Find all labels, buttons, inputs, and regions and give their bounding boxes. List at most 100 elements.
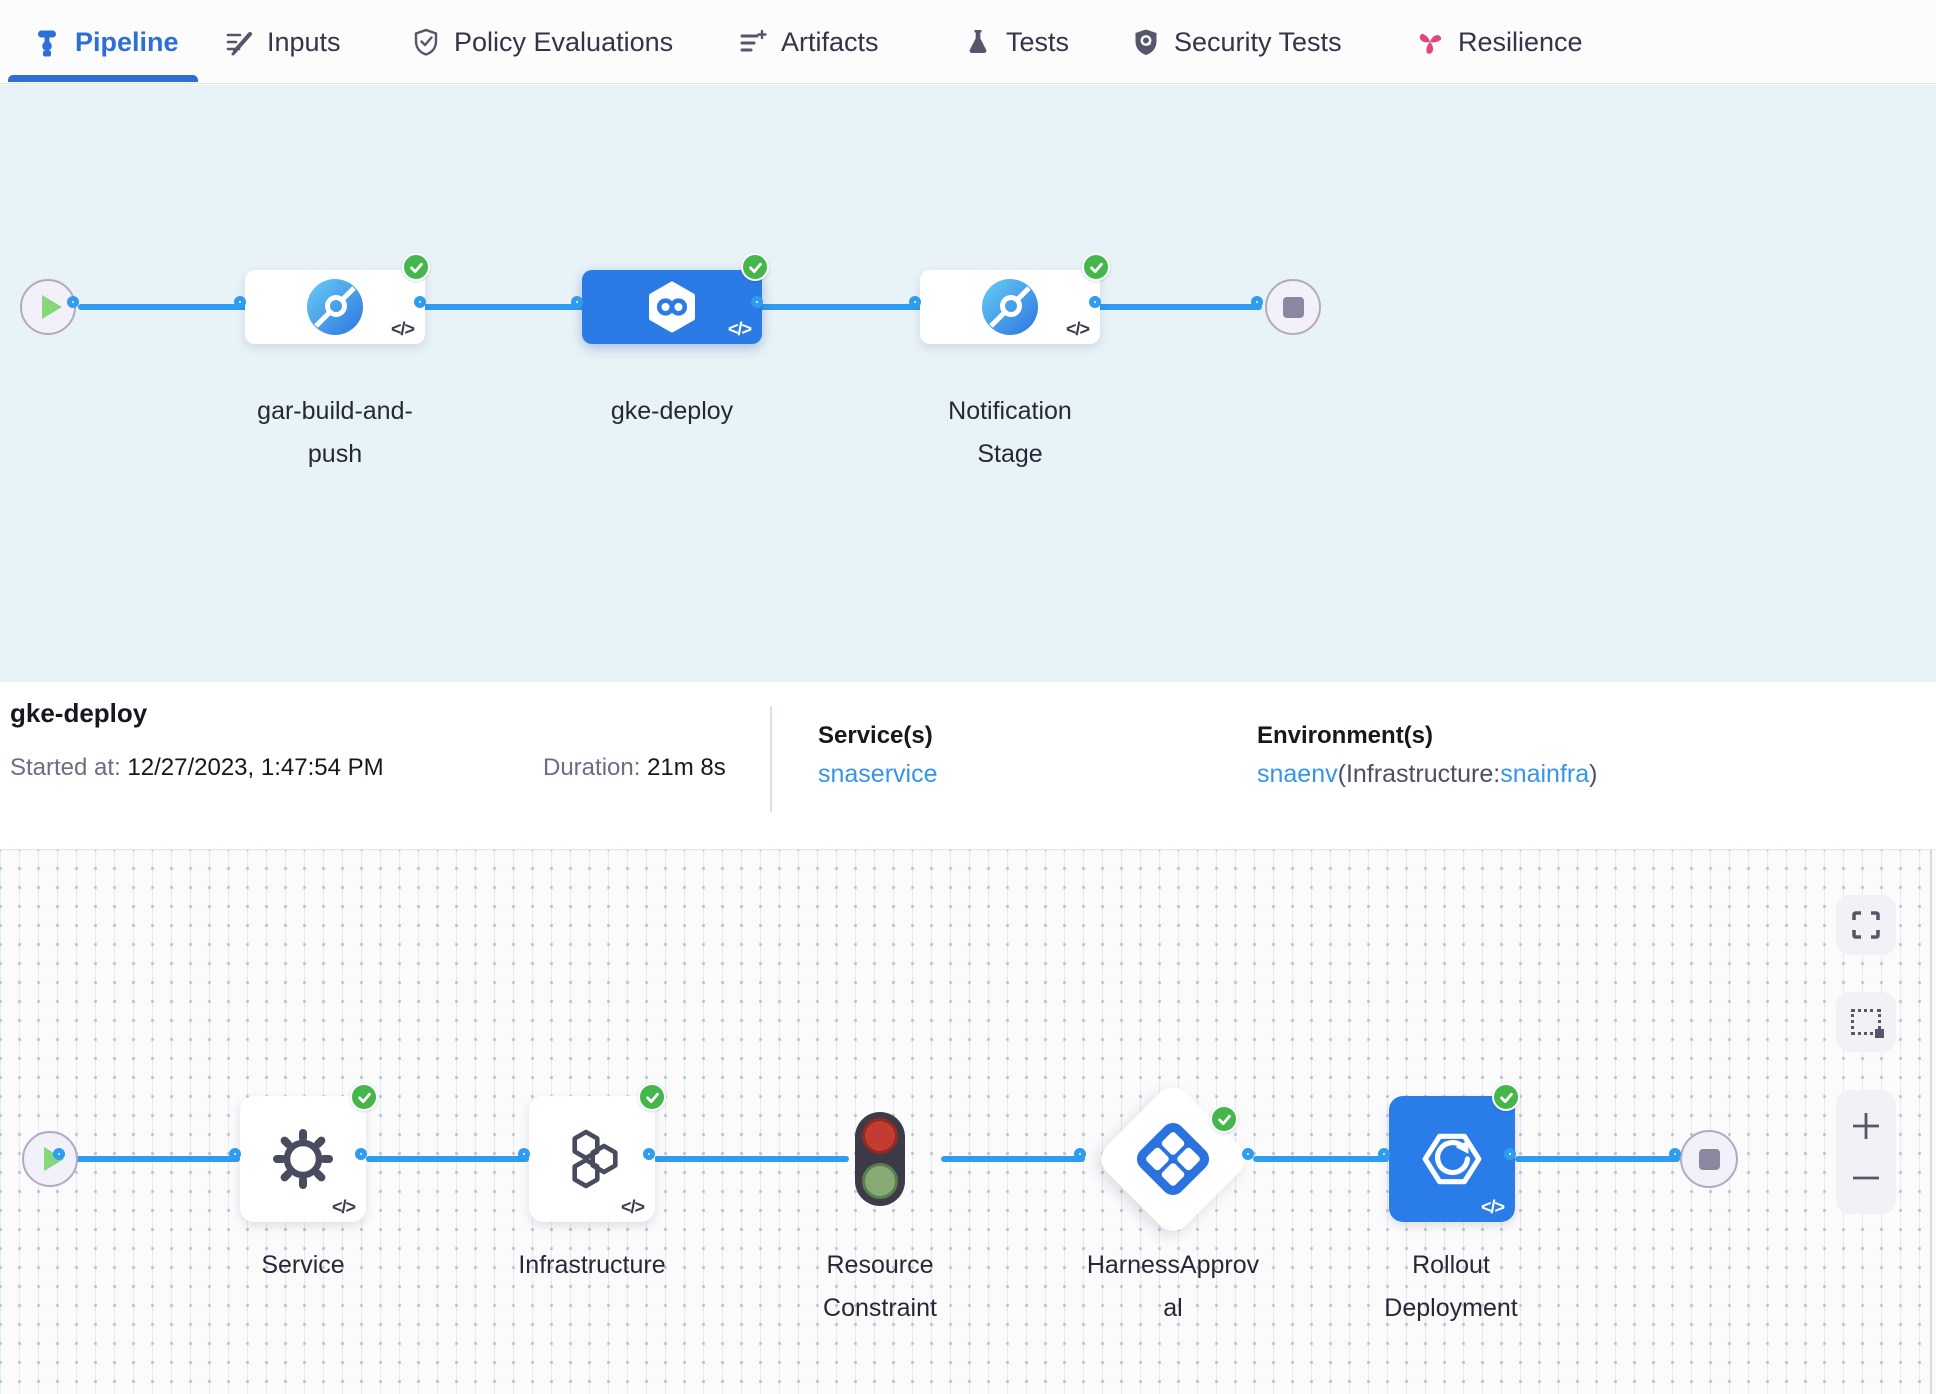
- step-node-infrastructure[interactable]: </>: [529, 1096, 655, 1222]
- connector-port: [355, 1148, 367, 1160]
- connector-port: [1378, 1148, 1390, 1160]
- green-light: [862, 1163, 898, 1199]
- check-icon: [645, 1092, 659, 1103]
- step-label-rollout-deployment[interactable]: Rollout Deployment: [1384, 1251, 1518, 1322]
- zoom-controls: [1836, 1090, 1896, 1214]
- play-icon: [41, 295, 62, 319]
- exec-connector-line: [366, 1156, 529, 1162]
- tab-artifacts[interactable]: Artifacts: [738, 14, 879, 70]
- service-link[interactable]: snaservice: [818, 760, 938, 788]
- zoom-out-button[interactable]: [1849, 1161, 1883, 1195]
- stage-node-notification-stage[interactable]: </>: [920, 270, 1100, 344]
- success-badge: [402, 253, 430, 281]
- connector-port: [414, 296, 426, 308]
- tab-security-tests[interactable]: Security Tests: [1131, 14, 1342, 70]
- check-icon: [1089, 262, 1103, 273]
- check-icon: [1499, 1092, 1513, 1103]
- ci-stage-icon: [307, 279, 363, 335]
- custom-stage-icon: [982, 279, 1038, 335]
- connector-port: [1504, 1148, 1516, 1160]
- step-yaml-tag[interactable]: </>: [620, 1197, 645, 1217]
- connector-port: [1251, 296, 1263, 308]
- rollout-deployment-icon: [1422, 1133, 1482, 1185]
- stage-end-node: [1265, 279, 1321, 335]
- success-badge: [1492, 1083, 1520, 1111]
- step-node-service[interactable]: </>: [240, 1096, 366, 1222]
- started-at: Started at: 12/27/2023, 1:47:54 PM: [10, 754, 384, 781]
- tab-policy-evaluations[interactable]: Policy Evaluations: [411, 14, 673, 70]
- execution-summary-bar: gke-deploy Started at: 12/27/2023, 1:47:…: [0, 682, 1936, 850]
- infra-name-link[interactable]: snainfra: [1500, 760, 1590, 788]
- cd-stage-icon: [649, 281, 695, 333]
- success-badge: [1210, 1105, 1238, 1133]
- tab-tests[interactable]: Tests: [963, 14, 1069, 70]
- tab-resilience[interactable]: Resilience: [1415, 14, 1583, 70]
- resource-constraint-traffic-light-icon[interactable]: [855, 1112, 905, 1206]
- stage-yaml-tag[interactable]: </>: [390, 319, 415, 339]
- check-icon: [1217, 1114, 1231, 1125]
- check-icon: [748, 262, 762, 273]
- connector-port: [229, 1148, 241, 1160]
- plus-icon: [1853, 1113, 1879, 1139]
- stage-graph-canvas[interactable]: [0, 85, 1936, 682]
- stage-label-gke-deploy[interactable]: gke-deploy: [610, 397, 734, 425]
- stage-label-notification-stage[interactable]: Notification Stage: [948, 397, 1072, 468]
- connector-port: [751, 296, 763, 308]
- connector-port: [571, 296, 583, 308]
- services-heading: Service(s): [818, 722, 933, 749]
- tab-inputs-label: Inputs: [267, 26, 341, 57]
- step-yaml-tag[interactable]: </>: [1480, 1197, 1505, 1217]
- stage-start-node: [20, 279, 76, 335]
- stage-node-gke-deploy[interactable]: </>: [582, 270, 762, 344]
- security-tests-shield-icon: [1135, 29, 1157, 55]
- exec-end-node: [1680, 1130, 1738, 1188]
- success-badge: [638, 1083, 666, 1111]
- step-label-resource-constraint[interactable]: Resource Constraint: [823, 1251, 937, 1322]
- inputs-icon: [226, 32, 252, 56]
- stage-label-gar-build-and-push[interactable]: gar-build-and- push: [257, 397, 413, 468]
- connector-port: [1242, 1148, 1254, 1160]
- tab-bar: Pipeline Inputs Policy Evaluations: [0, 0, 1936, 84]
- exec-connector-line: [654, 1156, 849, 1162]
- success-badge: [1082, 253, 1110, 281]
- selection-mode-button[interactable]: [1836, 992, 1896, 1052]
- tab-security-tests-label: Security Tests: [1174, 26, 1342, 57]
- step-yaml-tag[interactable]: </>: [331, 1197, 356, 1217]
- connector-port: [518, 1148, 530, 1160]
- tab-pipeline-label: Pipeline: [75, 26, 179, 57]
- summary-divider: [770, 706, 772, 812]
- pipeline-icon: [38, 30, 56, 57]
- tab-artifacts-label: Artifacts: [781, 26, 879, 57]
- connector-port: [643, 1148, 655, 1160]
- stage-yaml-tag[interactable]: </>: [1065, 319, 1090, 339]
- zoom-in-button[interactable]: [1849, 1109, 1883, 1143]
- active-tab-indicator: [8, 75, 198, 82]
- connector-port: [234, 296, 246, 308]
- stage-node-gar-build-and-push[interactable]: </>: [245, 270, 425, 344]
- fullscreen-button[interactable]: [1836, 895, 1896, 955]
- environment-link[interactable]: snaenv(Infrastructure:snainfra): [1257, 760, 1598, 788]
- step-node-rollout-deployment[interactable]: </>: [1389, 1096, 1515, 1222]
- step-label-harness-approval[interactable]: HarnessApprov al: [1086, 1251, 1260, 1322]
- tab-inputs[interactable]: Inputs: [224, 14, 341, 70]
- exec-connector-line: [1253, 1156, 1389, 1162]
- env-name-link[interactable]: snaenv: [1257, 760, 1338, 788]
- policy-evaluations-icon: [414, 28, 438, 56]
- connector-port: [67, 296, 79, 308]
- step-label-service[interactable]: Service: [261, 1251, 345, 1279]
- gear-icon: [273, 1129, 333, 1189]
- connector-port: [909, 296, 921, 308]
- success-badge: [741, 253, 769, 281]
- tab-resilience-label: Resilience: [1458, 26, 1583, 57]
- connector-port: [1669, 1148, 1681, 1160]
- duration-value: 21m 8s: [647, 754, 726, 781]
- canvas-right-border: [1930, 850, 1932, 1394]
- selected-stage-title: gke-deploy: [10, 698, 148, 728]
- tab-pipeline[interactable]: Pipeline: [32, 14, 179, 70]
- exec-start-node: [22, 1131, 78, 1187]
- stage-yaml-tag[interactable]: </>: [727, 319, 752, 339]
- step-label-infrastructure[interactable]: Infrastructure: [518, 1251, 666, 1279]
- fullscreen-icon: [1852, 911, 1880, 939]
- artifacts-icon: [740, 29, 767, 52]
